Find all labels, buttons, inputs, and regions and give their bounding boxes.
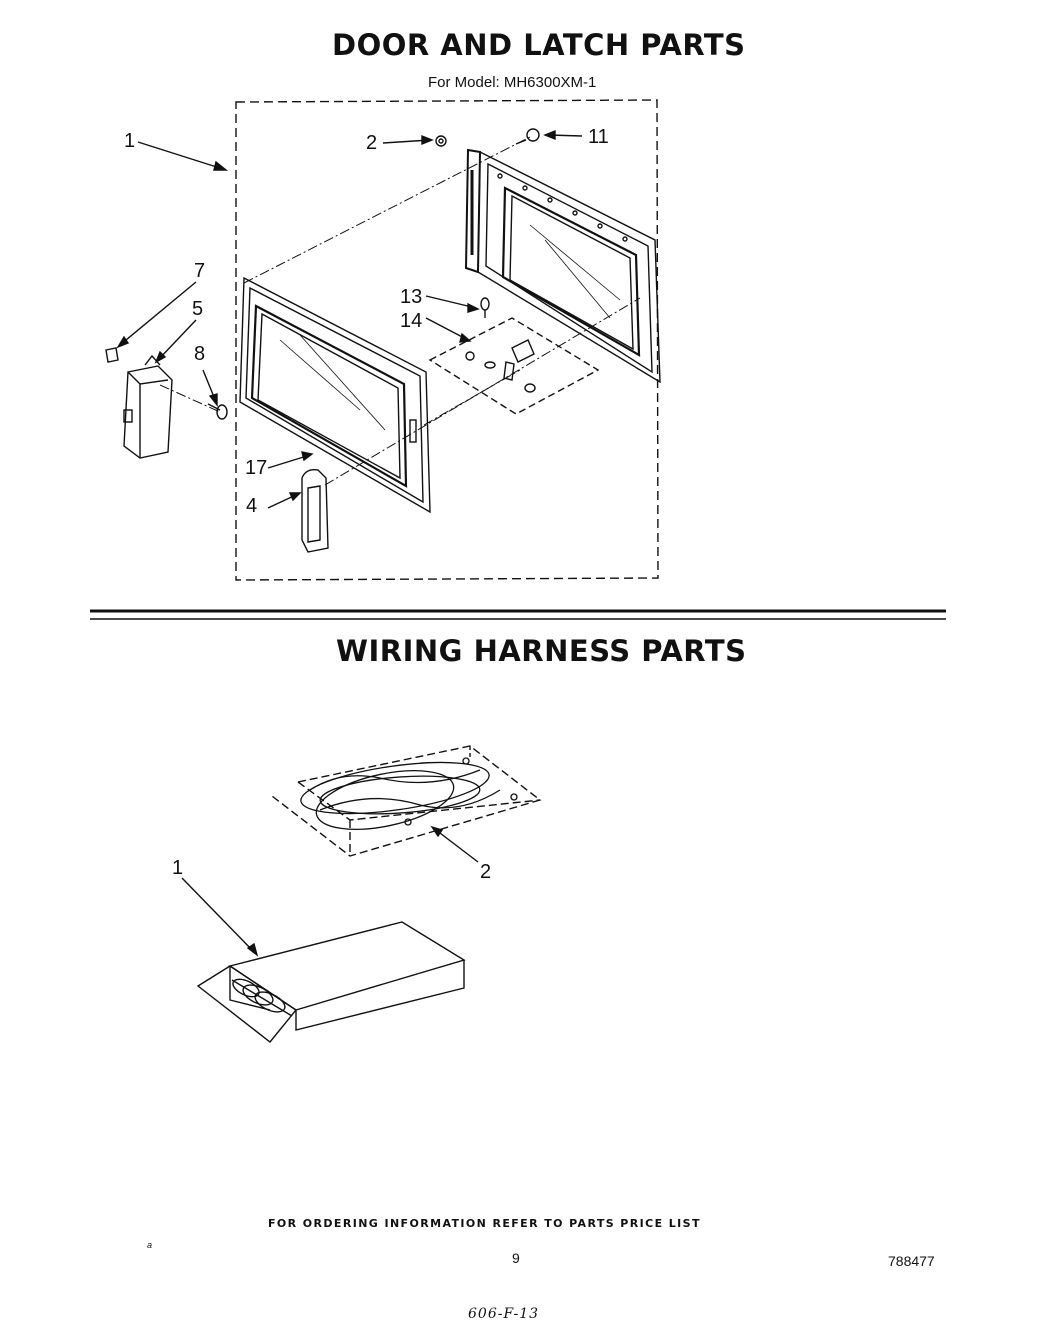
hinge-kit-parts — [465, 339, 536, 393]
document-number: 788477 — [888, 1253, 935, 1269]
door-frame-back — [464, 148, 661, 384]
callout-door-panel: 17 — [245, 457, 268, 479]
alignment-lines — [159, 136, 641, 486]
door-nut — [435, 135, 447, 147]
latch-spring — [105, 347, 119, 363]
page-number: 9 — [512, 1250, 520, 1266]
callout-hinge-screw: 13 — [400, 286, 423, 308]
kit-leader — [181, 877, 255, 953]
section-divider — [90, 609, 946, 620]
kit-leader-arrow — [246, 942, 259, 957]
callout-hinge-kit: 14 — [400, 310, 423, 332]
callout-latch-screw: 8 — [194, 343, 206, 365]
door-assembly-box — [235, 99, 659, 581]
callout-handle: 4 — [246, 495, 258, 517]
callout-latch: 5 — [192, 298, 204, 320]
latch-screw — [207, 403, 228, 420]
callout-wiring-harness: 2 — [480, 861, 492, 883]
wiring-section-title: WIRING HARNESS PARTS — [336, 634, 747, 668]
wiring-harness-coil — [300, 757, 518, 830]
callout-wiring-kit: 1 — [172, 857, 184, 879]
door-panel-front — [239, 276, 431, 514]
door-screw — [515, 128, 540, 145]
wiring-kit-box — [196, 921, 466, 1043]
harness-package — [271, 745, 542, 857]
door-handle — [301, 468, 329, 553]
callout-screw-top: 11 — [588, 126, 609, 148]
door-section-title: DOOR AND LATCH PARTS — [332, 28, 746, 62]
hinge-screw — [480, 297, 490, 318]
hinge-kit-box — [428, 317, 600, 415]
callout-spring: 7 — [194, 260, 206, 282]
model-line: For Model: MH6300XM-1 — [428, 74, 597, 91]
corner-mark: a — [147, 1240, 153, 1250]
harness-leader-arrow — [430, 825, 444, 838]
callout-door-assembly: 1 — [124, 130, 136, 152]
handwritten-code: 606-F-13 — [468, 1306, 540, 1322]
harness-leader — [435, 829, 479, 863]
door-leader-lines — [116, 129, 583, 509]
callout-nut: 2 — [366, 132, 378, 154]
latch-assembly — [123, 354, 173, 459]
ordering-note: FOR ORDERING INFORMATION REFER TO PARTS … — [268, 1217, 701, 1230]
